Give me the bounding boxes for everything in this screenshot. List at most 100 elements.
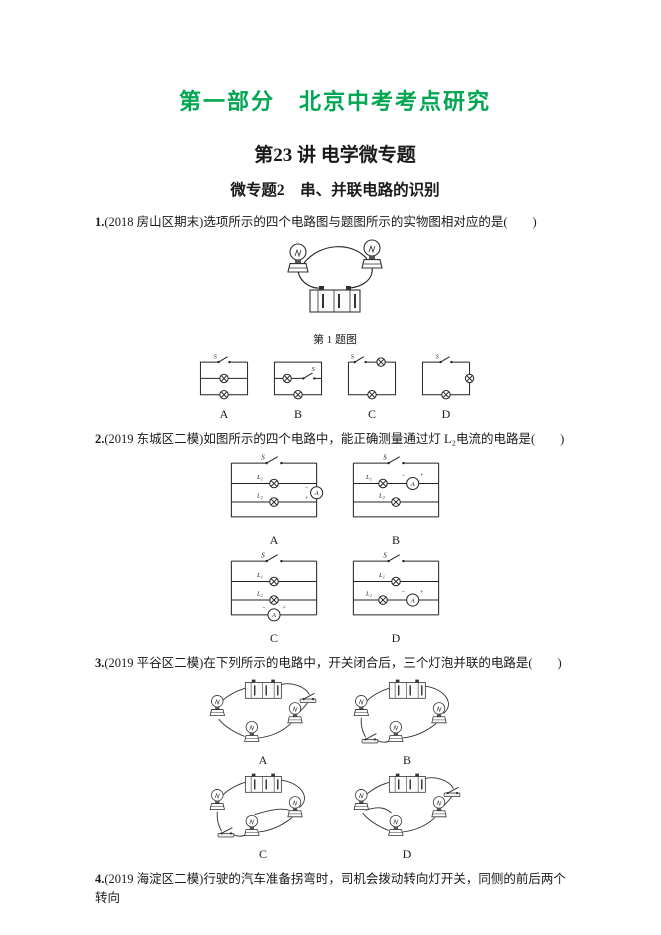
lamp1-label: L₁	[256, 572, 263, 579]
ammeter-icon: A − +	[402, 473, 424, 491]
switch-label: S	[383, 552, 387, 560]
question-1-body: (2018 房山区期末)选项所示的四个电路图与题图所示的实物图相对应的是( )	[104, 215, 537, 229]
lamp-icon	[269, 595, 279, 606]
switch-label: S	[383, 454, 387, 462]
question-4-text: 4.(2019 海淀区二模)行驶的汽车准备拐弯时，司机会拨动转向灯开关，同侧的前…	[95, 870, 575, 906]
lamp-icon	[391, 497, 401, 508]
q1-option-b: S B	[269, 353, 327, 422]
battery-icon	[244, 679, 283, 700]
bulb-icon	[209, 695, 225, 717]
lamp1-label: L₁	[378, 572, 385, 579]
lamp-icon	[376, 357, 386, 367]
question-1: 1.(2018 房山区期末)选项所示的四个电路图与题图所示的实物图相对应的是( …	[95, 213, 575, 422]
lamp-icon	[391, 576, 401, 587]
switch-icon	[299, 693, 317, 704]
ammeter-icon: A − +	[402, 590, 424, 607]
lamp2-label: L₂	[256, 493, 264, 500]
q2-option-c: S L₁ L₂ A − + C	[222, 550, 326, 646]
q3-option-d: D	[344, 770, 470, 862]
switch-label: S	[214, 354, 218, 361]
bulb-icon	[353, 789, 369, 811]
lamp-icon	[293, 390, 303, 400]
battery-icon	[388, 773, 427, 794]
circuit-diagram-q1-c: S	[347, 354, 397, 400]
question-4-body: (2019 海淀区二模)行驶的汽车准备拐弯时，司机会拨动转向灯开关，同侧的前后两…	[95, 872, 566, 905]
svg-text:A: A	[410, 598, 415, 605]
question-3-text: 3.(2019 平谷区二模)在下列所示的电路中，开关闭合后，三个灯泡并联的电路是…	[95, 654, 575, 672]
battery-icon	[244, 773, 283, 794]
circuit-diagram-q2-d: S L₁ L₂ A − +	[352, 552, 440, 616]
question-2-options: S L₁ L₂ A − + A	[95, 452, 575, 646]
question-4-number: 4.	[95, 872, 105, 887]
option-label: C	[367, 407, 376, 422]
option-label: C	[258, 847, 267, 862]
lamp-icon	[219, 373, 229, 384]
minus-label: −	[402, 473, 406, 479]
bulb-icon	[431, 796, 447, 818]
lamp-icon	[269, 576, 279, 587]
option-label: D	[391, 631, 401, 646]
lamp-icon	[464, 373, 475, 384]
option-label: B	[391, 533, 400, 548]
lamp-icon	[269, 497, 279, 508]
question-3-options: A B	[95, 676, 575, 862]
bulb-icon	[287, 702, 303, 724]
option-label: A	[258, 753, 268, 768]
ammeter-icon: A − +	[305, 485, 324, 502]
bulb-icon	[244, 721, 260, 743]
switch-icon	[443, 787, 461, 798]
plus-label: +	[305, 496, 309, 502]
question-3-number: 3.	[95, 656, 105, 671]
lamp2-label: L₂	[378, 493, 386, 500]
q3-option-b: B	[344, 676, 470, 768]
option-label: C	[269, 631, 278, 646]
minus-label: −	[402, 590, 406, 596]
lamp-icon	[219, 390, 229, 400]
q1-option-a: S A	[195, 353, 253, 422]
battery-icon	[388, 679, 427, 700]
question-2-body: (2019 东城区二模)如图所示的四个电路中，能正确测量通过灯 L₂电流的电路是…	[104, 432, 565, 447]
lamp-icon	[378, 478, 388, 489]
bulb-icon	[287, 243, 309, 273]
question-3-body: (2019 平谷区二模)在下列所示的电路中，开关闭合后，三个灯泡并联的电路是( …	[104, 656, 562, 671]
question-2-number: 2.	[95, 432, 105, 447]
minus-label: −	[262, 606, 266, 612]
minus-label: −	[305, 485, 309, 491]
option-label: D	[441, 407, 451, 422]
q3-option-a: A	[200, 676, 326, 768]
lamp-icon	[269, 478, 279, 489]
question-1-realistic-circuit	[287, 239, 383, 314]
svg-text:A: A	[314, 490, 319, 497]
circuit-diagram-q1-a: S	[199, 354, 249, 400]
bulb-icon	[244, 815, 260, 837]
figure-caption: 第 1 题图	[313, 334, 357, 347]
realistic-circuit-q3-d	[353, 773, 461, 837]
plus-label: +	[420, 590, 424, 596]
bulb-icon	[353, 695, 369, 717]
bulb-icon	[388, 721, 404, 743]
topic-title: 微专题2 串、并联电路的识别	[230, 182, 440, 199]
lamp-icon	[282, 373, 292, 384]
lamp-icon	[378, 595, 388, 606]
question-2: 2.(2019 东城区二模)如图所示的四个电路中，能正确测量通过灯 L₂电流的电…	[95, 430, 575, 646]
question-3: 3.(2019 平谷区二模)在下列所示的电路中，开关闭合后，三个灯泡并联的电路是…	[95, 654, 575, 862]
plus-label: +	[282, 606, 286, 612]
bulb-icon	[209, 789, 225, 811]
circuit-diagram-q2-c: S L₁ L₂ A − +	[230, 552, 318, 622]
circuit-diagram-q1-b: S	[273, 361, 323, 400]
circuit-diagram-q1-d: S	[421, 354, 475, 400]
circuit-diagram-q2-b: S L₁ L₂ A − +	[352, 454, 440, 518]
option-label: B	[293, 407, 302, 422]
lecture-title: 第23 讲 电学微专题	[254, 145, 416, 166]
ammeter-icon: A − +	[262, 606, 286, 622]
question-2-text: 2.(2019 东城区二模)如图所示的四个电路中，能正确测量通过灯 L₂电流的电…	[95, 430, 575, 448]
q1-option-d: S D	[417, 353, 475, 422]
q2-option-d: S L₁ L₂ A − + D	[344, 550, 448, 646]
q2-option-b: S L₁ L₂ A − + B	[344, 452, 448, 548]
switch-label: S	[312, 366, 316, 373]
q3-option-c: C	[200, 770, 326, 862]
option-label: A	[219, 407, 229, 422]
option-label: B	[402, 753, 411, 768]
battery-icon	[309, 285, 361, 314]
